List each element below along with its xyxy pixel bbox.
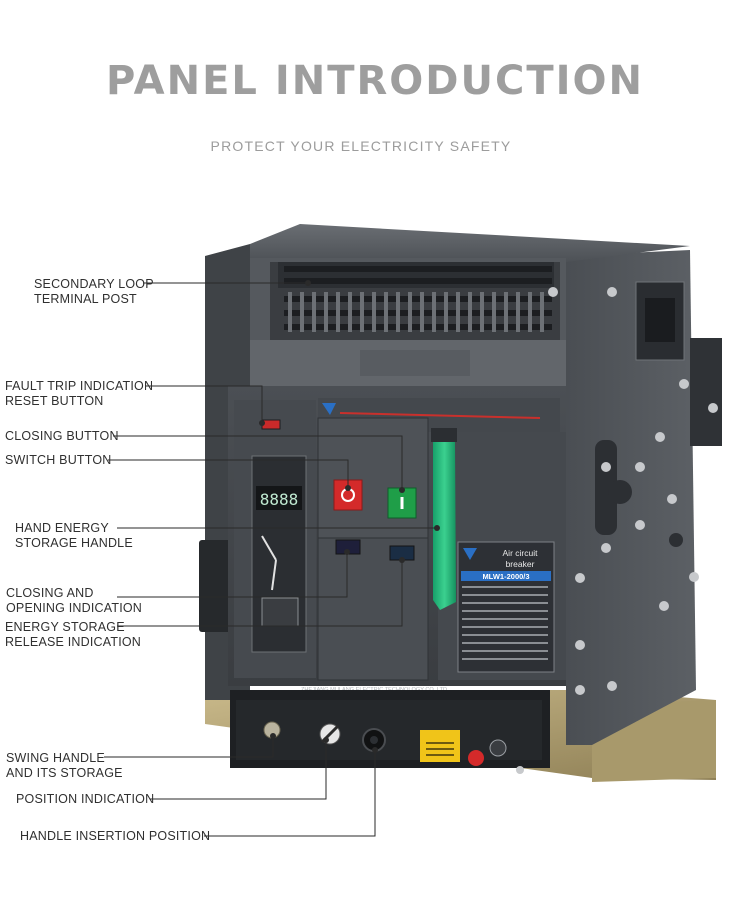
- label-energy-storage-release-indication: ENERGY STORAGE RELEASE INDICATION: [5, 620, 142, 649]
- secondary-terminal-block: [254, 262, 562, 399]
- page-subtitle: PROTECT YOUR ELECTRICITY SAFETY: [210, 138, 512, 154]
- label-closing-opening-indication: CLOSING AND OPENING INDICATION: [6, 586, 143, 615]
- label-switch-button: SWITCH BUTTON: [5, 453, 112, 467]
- nameplate-model: MLW1-2000/3: [482, 572, 529, 581]
- label-hand-energy-storage-handle: HAND ENERGY STORAGE HANDLE: [15, 521, 133, 550]
- label-position-indication: POSITION INDICATION: [16, 792, 155, 806]
- drawer-panel: [230, 690, 550, 774]
- display-readout: 8888: [260, 490, 299, 509]
- nameplate: Air circuit breaker MLW1-2000/3: [457, 541, 555, 673]
- right-side-plate: [566, 250, 722, 745]
- page-title: PANEL INTRODUCTION: [106, 58, 644, 104]
- fault-reset-button-shape: [261, 419, 281, 430]
- nameplate-line1: Air circuit: [503, 548, 539, 558]
- label-secondary-loop-terminal-post: SECONDARY LOOP TERMINAL POST: [34, 277, 154, 306]
- leader-lines: [104, 282, 437, 837]
- leader-dots: [259, 280, 440, 753]
- label-swing-handle-storage: SWING HANDLE AND ITS STORAGE: [6, 751, 123, 780]
- energy-storage-handle: [431, 428, 457, 610]
- label-fault-trip-reset: FAULT TRIP INDICATION RESET BUTTON: [5, 379, 154, 408]
- nameplate-line2: breaker: [506, 559, 535, 569]
- upper-panel-label: [360, 350, 470, 376]
- controller-display: 8888: [251, 455, 307, 653]
- label-closing-button: CLOSING BUTTON: [5, 429, 119, 443]
- label-handle-insertion-position: HANDLE INSERTION POSITION: [20, 829, 211, 843]
- left-clamp: [199, 540, 231, 632]
